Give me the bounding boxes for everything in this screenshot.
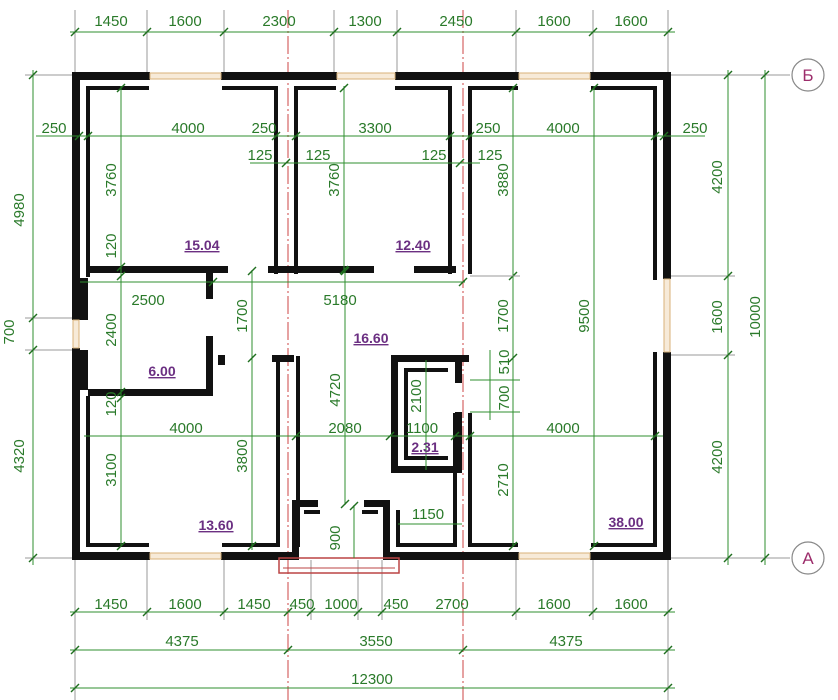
room-area-38-00: 38.00 bbox=[608, 514, 643, 530]
right-dim-2: 1600 bbox=[709, 300, 726, 333]
right-dimension-line bbox=[668, 70, 790, 565]
bottom-dim-8: 1600 bbox=[537, 596, 570, 613]
inner-dim-250-b: 250 bbox=[251, 120, 276, 137]
inner-dim-510: 510 bbox=[496, 349, 513, 374]
left-dimension-line bbox=[25, 70, 80, 565]
right-dim-3: 4200 bbox=[709, 440, 726, 473]
right-dimension-values: 4200 1600 4200 10000 bbox=[709, 160, 764, 473]
inner-dim-700: 700 bbox=[496, 385, 513, 410]
top-dim-6: 1600 bbox=[537, 13, 570, 30]
inner-dim-120-b: 120 bbox=[103, 391, 120, 416]
bottom-dim-1: 1450 bbox=[94, 596, 127, 613]
left-dimension-values: 4980 700 4320 bbox=[1, 193, 28, 472]
bottom-dim-4: 450 bbox=[289, 596, 314, 613]
top-dim-4: 1300 bbox=[348, 13, 381, 30]
inner-dim-125-c: 125 bbox=[421, 147, 446, 164]
inner-dim-4000-d: 4000 bbox=[546, 420, 579, 437]
top-dimension-line bbox=[70, 27, 675, 37]
axis-label-b: Б bbox=[802, 66, 813, 85]
bottom-dim-3: 1450 bbox=[237, 596, 270, 613]
inner-dim-4720: 4720 bbox=[327, 373, 344, 406]
inner-dim-3300: 3300 bbox=[358, 120, 391, 137]
inner-dim-2100: 2100 bbox=[408, 379, 425, 412]
axis-label-a: А bbox=[802, 549, 814, 568]
bottom-dimension-lines bbox=[70, 607, 675, 693]
inner-dim-900: 900 bbox=[327, 525, 344, 550]
interior-dimension-values: 250 4000 250 3300 250 4000 250 125 125 1… bbox=[41, 120, 707, 551]
room-areas: 15.04 12.40 16.60 6.00 2.31 13.60 38.00 bbox=[148, 237, 643, 533]
top-dim-2: 1600 bbox=[168, 13, 201, 30]
room-area-6-00: 6.00 bbox=[148, 363, 175, 379]
right-total: 10000 bbox=[747, 296, 764, 338]
left-dim-2: 700 bbox=[1, 319, 18, 344]
inner-dim-1700-a: 1700 bbox=[234, 299, 251, 332]
inner-dim-3760-b: 3760 bbox=[326, 163, 343, 196]
top-dim-5: 2450 bbox=[439, 13, 472, 30]
top-dimension-values: 1450 1600 2300 1300 2450 1600 1600 bbox=[94, 13, 647, 30]
top-dim-7: 1600 bbox=[614, 13, 647, 30]
bottom-dimension-values: 1450 1600 1450 450 1000 450 2700 1600 16… bbox=[94, 596, 647, 688]
inner-dim-1700-b: 1700 bbox=[495, 299, 512, 332]
inner-dim-125-b: 125 bbox=[305, 147, 330, 164]
inner-dim-3100: 3100 bbox=[103, 453, 120, 486]
inner-dim-125-a: 125 bbox=[247, 147, 272, 164]
axis-bubble-a: А bbox=[791, 541, 825, 575]
inner-dim-1100: 1100 bbox=[406, 420, 438, 437]
top-dim-1: 1450 bbox=[94, 13, 127, 30]
mid-dim-3: 4375 bbox=[549, 633, 582, 650]
inner-dim-3800: 3800 bbox=[234, 439, 251, 472]
mid-dim-2: 3550 bbox=[359, 633, 392, 650]
inner-dim-3880: 3880 bbox=[495, 163, 512, 196]
extension-lines bbox=[74, 10, 669, 700]
mid-dim-1: 4375 bbox=[165, 633, 198, 650]
bottom-dim-9: 1600 bbox=[614, 596, 647, 613]
inner-dim-4000-b: 4000 bbox=[546, 120, 579, 137]
inner-dim-9500: 9500 bbox=[576, 299, 593, 332]
left-dim-1: 4980 bbox=[11, 193, 28, 226]
inner-dim-2500: 2500 bbox=[131, 292, 164, 309]
inner-dim-4000-c: 4000 bbox=[169, 420, 202, 437]
top-dim-3: 2300 bbox=[262, 13, 295, 30]
inner-dim-250-a: 250 bbox=[41, 120, 66, 137]
bottom-dim-2: 1600 bbox=[168, 596, 201, 613]
inner-dim-1150: 1150 bbox=[412, 506, 444, 523]
right-dim-1: 4200 bbox=[709, 160, 726, 193]
inner-dim-5180: 5180 bbox=[323, 292, 356, 309]
inner-dim-2080: 2080 bbox=[328, 420, 361, 437]
inner-dim-125-d: 125 bbox=[477, 147, 502, 164]
entrance-porch bbox=[278, 557, 400, 574]
total-width: 12300 bbox=[351, 671, 393, 688]
bottom-dim-6: 450 bbox=[383, 596, 408, 613]
room-area-16-60: 16.60 bbox=[353, 330, 388, 346]
room-area-2-31: 2.31 bbox=[411, 439, 438, 455]
walls bbox=[72, 72, 671, 560]
interior-dimension-lines bbox=[36, 83, 705, 558]
inner-dim-4000-a: 4000 bbox=[171, 120, 204, 137]
bottom-dim-5: 1000 bbox=[324, 596, 357, 613]
inner-dim-2710: 2710 bbox=[495, 463, 512, 496]
inner-dim-250-c: 250 bbox=[475, 120, 500, 137]
windows bbox=[72, 72, 671, 560]
inner-dim-3760-a: 3760 bbox=[103, 163, 120, 196]
bottom-dim-7: 2700 bbox=[435, 596, 468, 613]
room-area-15-04: 15.04 bbox=[184, 237, 219, 253]
inner-dim-250-d: 250 bbox=[682, 120, 707, 137]
room-area-13-60: 13.60 bbox=[198, 517, 233, 533]
inner-dim-120-a: 120 bbox=[103, 233, 120, 258]
inner-dim-2400: 2400 bbox=[103, 313, 120, 346]
axis-bubble-b: Б bbox=[791, 58, 825, 92]
left-dim-3: 4320 bbox=[11, 439, 28, 472]
room-area-12-40: 12.40 bbox=[395, 237, 430, 253]
